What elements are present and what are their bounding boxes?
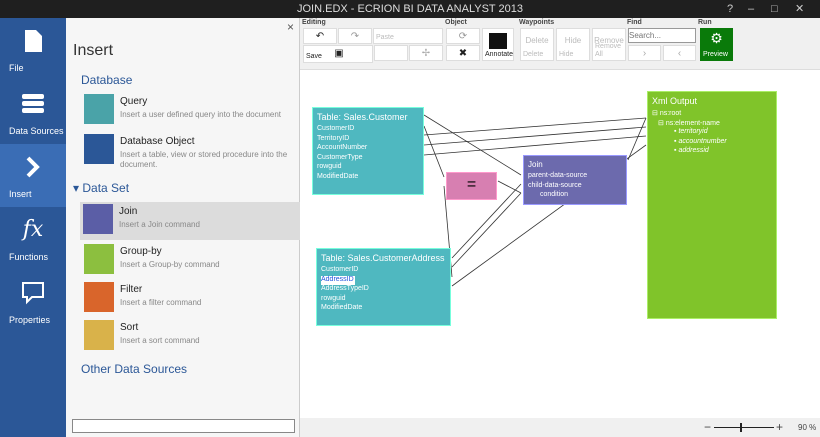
sort-icon	[84, 320, 114, 350]
zoom-out-button[interactable]: −	[704, 420, 712, 434]
nav-insert[interactable]: Insert	[0, 144, 66, 207]
tree-root[interactable]: ⊟ ns:root	[652, 110, 682, 117]
window-title: JOIN.EDX - ECRION BI DATA ANALYST 2013	[297, 3, 523, 15]
delete-object-button[interactable]: ✖	[446, 45, 480, 61]
save-button[interactable]: Save▣	[303, 45, 373, 63]
save-icon: ▣	[334, 48, 344, 59]
cut-button[interactable]: ✢	[409, 45, 443, 61]
zoom-slider-thumb[interactable]	[740, 423, 742, 432]
copy-button[interactable]	[374, 45, 408, 61]
equals-condition-node[interactable]: =	[446, 172, 497, 200]
minimize-button[interactable]: –	[748, 3, 755, 15]
panel-search-input[interactable]	[72, 419, 295, 433]
find-previous-button[interactable]: ‹	[663, 45, 696, 61]
panel-close-button[interactable]: ×	[287, 20, 295, 34]
title-bar: JOIN.EDX - ECRION BI DATA ANALYST 2013 ?…	[0, 0, 820, 18]
tree-attr[interactable]: ▪ accountnumber	[674, 137, 727, 145]
connector	[423, 114, 522, 176]
close-button[interactable]: ✕	[795, 3, 805, 15]
xml-output-node[interactable]: Xml Output ⊟ ns:root ⊟ ns:element-name ▪…	[647, 91, 777, 319]
zoom-slider[interactable]	[714, 427, 774, 428]
database-icon	[20, 91, 46, 117]
chevron-right-icon	[20, 154, 46, 180]
connector	[627, 117, 647, 161]
zoom-in-button[interactable]: +	[776, 420, 784, 434]
redo-button[interactable]: ↷	[338, 28, 372, 44]
file-icon	[20, 28, 46, 54]
tree-element[interactable]: ⊟ ns:element-name	[658, 119, 720, 127]
connectors	[423, 114, 647, 287]
comment-icon	[20, 280, 46, 306]
table-grid-icon	[84, 134, 114, 164]
tree-attr[interactable]: ▪ territoryid	[674, 128, 708, 135]
preview-button[interactable]: ⚙Preview	[700, 28, 733, 61]
query-icon	[84, 94, 114, 124]
zoom-level: 90 %	[798, 423, 817, 432]
nav-data-sources[interactable]: Data Sources	[0, 81, 66, 144]
status-bar: − + 90 %	[300, 418, 820, 437]
connector	[451, 192, 522, 268]
section-other[interactable]: Other Data Sources	[81, 362, 188, 376]
group-by-icon	[84, 244, 114, 274]
connector	[423, 117, 647, 136]
fx-icon: fx	[22, 217, 44, 242]
gears-icon: ⚙	[710, 30, 723, 46]
filter-icon	[84, 282, 114, 312]
section-dataset[interactable]: ▾ Data Set	[73, 181, 130, 195]
connector	[451, 183, 522, 259]
section-database: Database	[81, 73, 133, 87]
nav-properties[interactable]: Properties	[0, 270, 66, 333]
annotate-button[interactable]: Annotate	[482, 28, 514, 61]
paste-button[interactable]: Paste	[373, 28, 443, 44]
nav-file[interactable]: File	[0, 18, 66, 81]
refresh-button[interactable]: ⟳	[446, 28, 480, 44]
help-button[interactable]: ?	[727, 3, 734, 15]
find-next-button[interactable]: ›	[628, 45, 661, 61]
undo-button[interactable]: ↶	[303, 28, 337, 44]
join-icon	[83, 204, 113, 234]
panel-title: Insert	[73, 42, 114, 59]
tree-attr[interactable]: ▪ addressid	[674, 147, 709, 154]
maximize-button[interactable]: □	[771, 3, 778, 15]
find-search-input[interactable]	[628, 28, 696, 43]
connector	[423, 126, 647, 146]
connector	[497, 180, 522, 194]
connector	[423, 135, 647, 156]
ribbon: Editing Object Waypoints Find Run ↶ ↷ Pa…	[300, 18, 820, 70]
annotate-icon	[489, 33, 507, 49]
